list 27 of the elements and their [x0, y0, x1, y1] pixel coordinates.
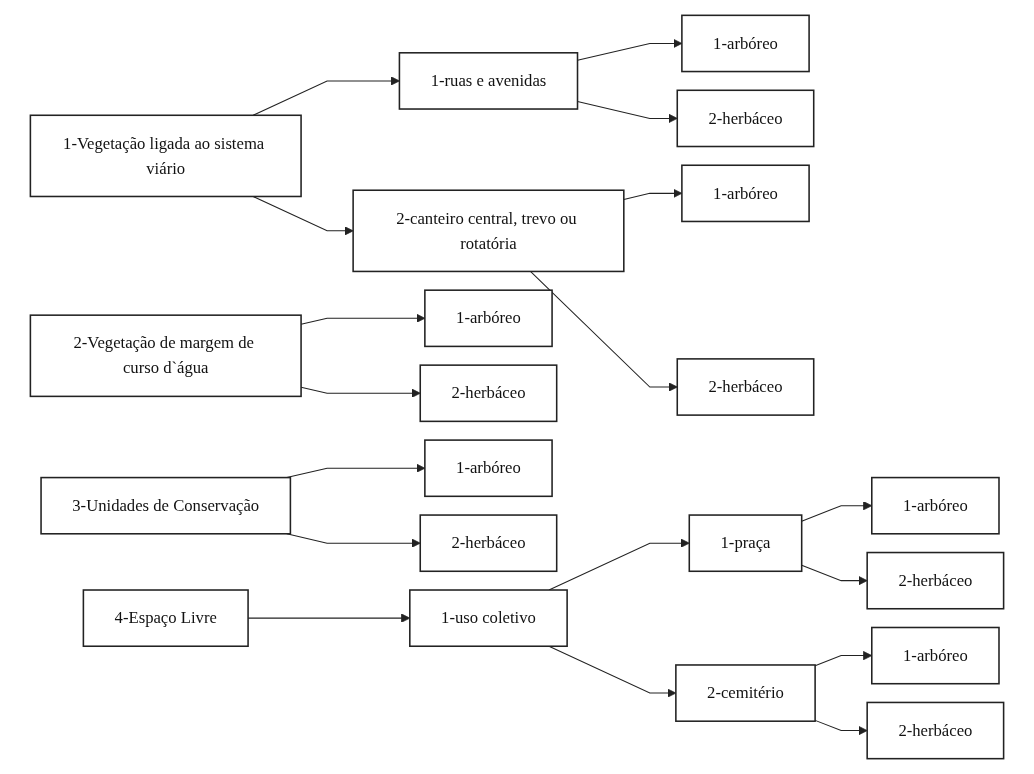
- node-box: 2-herbáceo: [419, 364, 558, 423]
- node-box: 1-arbóreo: [871, 476, 1000, 535]
- arrow: [529, 270, 678, 392]
- node-box: 2-herbáceo: [676, 89, 815, 148]
- node-box: 2-canteiro central, trevo ou rotatória: [352, 189, 625, 273]
- node-box: 1-Vegetação ligada ao sistema viário: [29, 114, 302, 198]
- node-box: 2-herbáceo: [866, 551, 1005, 610]
- node-box: 2-Vegetação de margem de curso d`água: [29, 314, 302, 398]
- node-box: 2-herbáceo: [419, 514, 558, 573]
- arrow: [577, 101, 678, 123]
- node-box: 1-praça: [688, 514, 803, 573]
- node-box: 1-arbóreo: [424, 439, 553, 498]
- node-box: 1-uso coletivo: [409, 589, 568, 647]
- node-box: 1-arbóreo: [681, 14, 810, 73]
- node-box: 2-herbáceo: [866, 701, 1005, 760]
- node-box: 1-arbóreo: [424, 289, 553, 348]
- node-box: 1-ruas e avenidas: [398, 52, 579, 110]
- arrow: [252, 195, 354, 236]
- node-box: 1-arbóreo: [681, 164, 810, 223]
- node-box: 4-Espaço Livre: [82, 589, 249, 647]
- node-box: 2-herbáceo: [676, 358, 815, 416]
- arrow: [801, 564, 868, 586]
- arrow: [548, 538, 690, 591]
- node-box: 1-arbóreo: [871, 626, 1000, 685]
- arrow: [814, 719, 868, 736]
- node-box: 2-cemitério: [675, 664, 816, 722]
- node-box: 3-Unidades de Conservação: [40, 476, 292, 535]
